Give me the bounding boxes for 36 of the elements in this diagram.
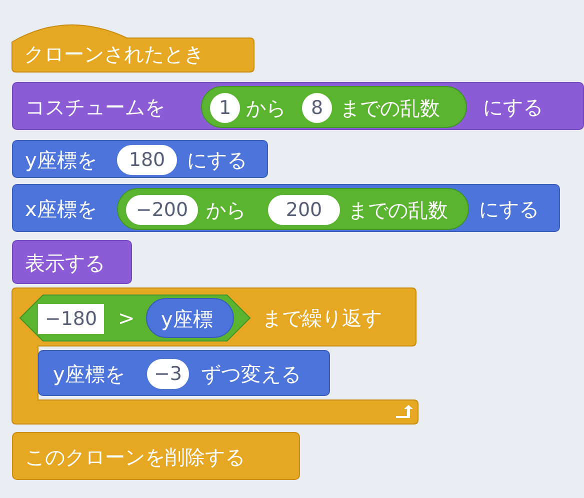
number-input: 8 — [302, 93, 332, 123]
block-label: このクローンを削除する — [25, 445, 245, 469]
number-input: 200 — [268, 195, 340, 225]
command-block — [12, 140, 268, 178]
number-input: −180 — [38, 304, 104, 334]
block-label: ずつ変える — [201, 362, 301, 386]
reporter-block — [201, 86, 467, 128]
loop-block — [12, 288, 418, 424]
block-label: y座標 — [161, 307, 213, 331]
block-label: x座標を — [25, 197, 97, 221]
reporter-block — [146, 298, 234, 338]
block-label: > — [118, 306, 135, 330]
block-label: にする — [483, 95, 543, 119]
block-label: 表示する — [25, 251, 105, 275]
command-block — [38, 350, 330, 396]
number-input: −3 — [147, 359, 189, 389]
block-label: y座標を — [25, 148, 97, 172]
number-input: −200 — [126, 195, 198, 225]
block-label: までの乱数 — [348, 198, 448, 222]
block-label: y座標を — [53, 362, 125, 386]
command-block — [12, 82, 584, 130]
condition-block — [20, 295, 250, 341]
block-label: から — [206, 198, 246, 222]
command-block — [12, 432, 300, 480]
block-label: コスチュームを — [25, 95, 165, 119]
block-label: にする — [479, 197, 539, 221]
reporter-block — [117, 188, 469, 230]
block-label: までの乱数 — [340, 96, 440, 120]
number-input: 180 — [117, 145, 177, 175]
number-input: 1 — [210, 93, 240, 123]
command-block — [12, 184, 560, 232]
block-label: から — [246, 96, 286, 120]
block-label: まで繰り返す — [262, 306, 382, 330]
block-label: クローンされたとき — [24, 42, 204, 66]
command-block — [12, 240, 132, 284]
block-label: にする — [187, 148, 247, 172]
